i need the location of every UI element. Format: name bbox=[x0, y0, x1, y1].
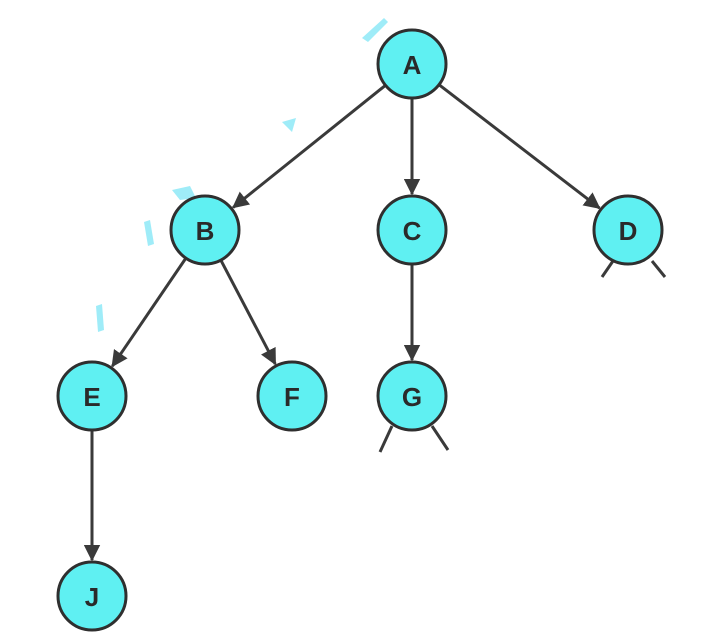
node-label: C bbox=[403, 216, 422, 246]
stub-g-right bbox=[430, 425, 450, 451]
node-circle bbox=[256, 360, 328, 432]
edge-a-d bbox=[438, 83, 601, 210]
node-b: B bbox=[169, 194, 241, 266]
edges-layer bbox=[83, 83, 601, 562]
node-d: D bbox=[592, 194, 664, 266]
edge-b-e bbox=[111, 257, 188, 368]
node-j: J bbox=[56, 560, 128, 632]
node-circle bbox=[376, 194, 448, 266]
node-label: D bbox=[619, 216, 638, 246]
fragment-3 bbox=[172, 186, 196, 200]
node-circle bbox=[56, 360, 128, 432]
fragment-5 bbox=[96, 304, 104, 332]
node-circle bbox=[592, 194, 664, 266]
node-e: E bbox=[56, 360, 128, 432]
node-label: B bbox=[196, 216, 215, 246]
node-label: A bbox=[403, 50, 422, 80]
decorative-fragments bbox=[96, 18, 388, 332]
node-c: C bbox=[376, 194, 448, 266]
node-label: G bbox=[402, 382, 422, 412]
node-label: E bbox=[83, 382, 100, 412]
stub-d-right bbox=[650, 260, 667, 278]
fragment-4 bbox=[144, 220, 154, 246]
stub-lines bbox=[378, 260, 667, 453]
edge-b-f bbox=[219, 259, 277, 366]
stub-g-left bbox=[378, 425, 394, 453]
node-label: F bbox=[284, 382, 300, 412]
node-f: F bbox=[256, 360, 328, 432]
fragment-1 bbox=[362, 18, 388, 42]
node-circle bbox=[376, 28, 448, 100]
edge-a-b bbox=[232, 84, 387, 209]
node-circle bbox=[376, 360, 448, 432]
node-g: G bbox=[376, 360, 448, 432]
node-circle bbox=[169, 194, 241, 266]
node-a: A bbox=[376, 28, 448, 100]
node-label: J bbox=[85, 582, 99, 612]
nodes-layer: A B C D E F G J bbox=[56, 28, 664, 632]
node-circle bbox=[56, 560, 128, 632]
stub-d-left bbox=[600, 260, 615, 278]
fragment-2 bbox=[282, 118, 296, 132]
